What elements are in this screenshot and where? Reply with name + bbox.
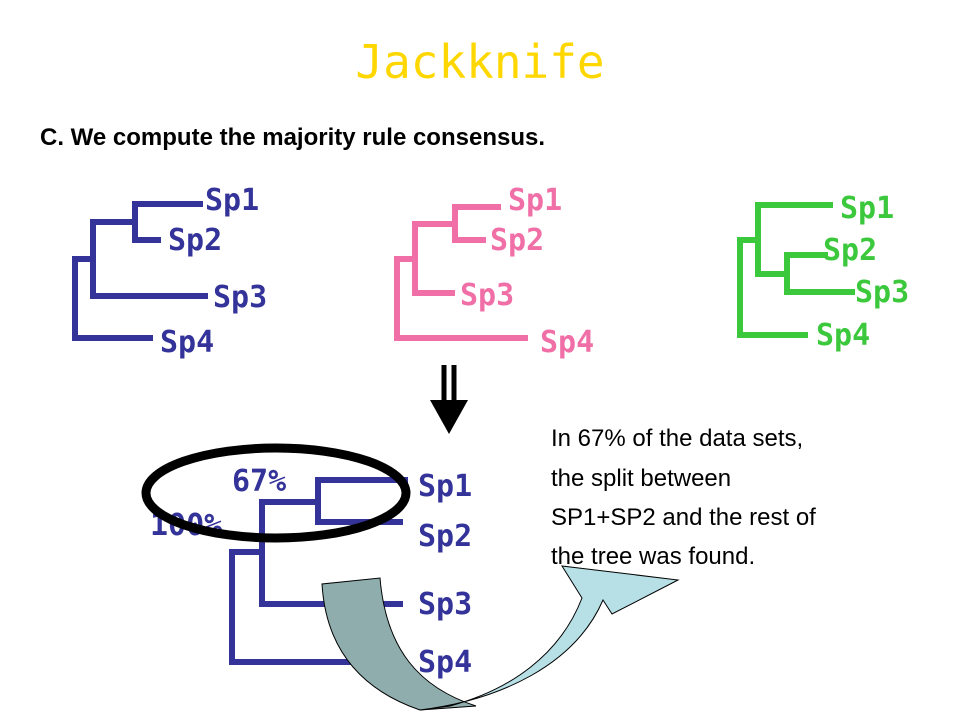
slide-subtitle: C. We compute the majority rule consensu…	[40, 124, 545, 151]
note-text: In 67% of the data sets, the split betwe…	[551, 425, 823, 570]
tree-2	[394, 204, 528, 341]
note-line-2: the split between	[551, 465, 731, 492]
tree-3-label-sp2: Sp2	[823, 233, 877, 268]
tree-2-label-sp3: Sp3	[460, 278, 514, 313]
tree-2-label-sp4: Sp4	[540, 325, 594, 360]
tree-3-label-sp4: Sp4	[816, 318, 870, 353]
note-line-1: In 67% of the data sets,	[551, 425, 803, 452]
curved-arrow-left-band	[321, 577, 477, 711]
down-double-arrow-icon	[430, 365, 468, 434]
curved-arrow-icon	[321, 565, 680, 711]
consensus-label-sp4: Sp4	[418, 645, 472, 680]
tree-2-label-sp2: Sp2	[490, 223, 544, 258]
tree-1-label-sp2: Sp2	[168, 223, 222, 258]
tree-1-branches	[72, 201, 208, 341]
curved-arrow-right-band	[419, 565, 680, 711]
support-value-inner: 67%	[232, 464, 286, 499]
tree-1-label-sp3: Sp3	[213, 280, 267, 315]
tree-3-label-sp3: Sp3	[855, 275, 909, 310]
consensus-label-sp1: Sp1	[418, 469, 472, 504]
tree-1-label-sp4: Sp4	[160, 325, 214, 360]
consensus-label-sp2: Sp2	[418, 519, 472, 554]
tree-3	[737, 202, 855, 338]
consensus-label-sp3: Sp3	[418, 587, 472, 622]
ellipse-highlight-icon	[141, 443, 411, 543]
slide-title: Jackknife	[355, 35, 604, 89]
tree-2-branches	[394, 204, 528, 341]
tree-3-label-sp1: Sp1	[840, 191, 894, 226]
note-line-3: SP1+SP2 and the rest of	[551, 504, 816, 531]
tree-1-label-sp1: Sp1	[205, 183, 259, 218]
tree-3-branches	[737, 202, 855, 338]
note-line-4: the tree was found.	[551, 543, 755, 570]
tree-2-label-sp1: Sp1	[508, 183, 562, 218]
tree-1	[72, 201, 208, 341]
